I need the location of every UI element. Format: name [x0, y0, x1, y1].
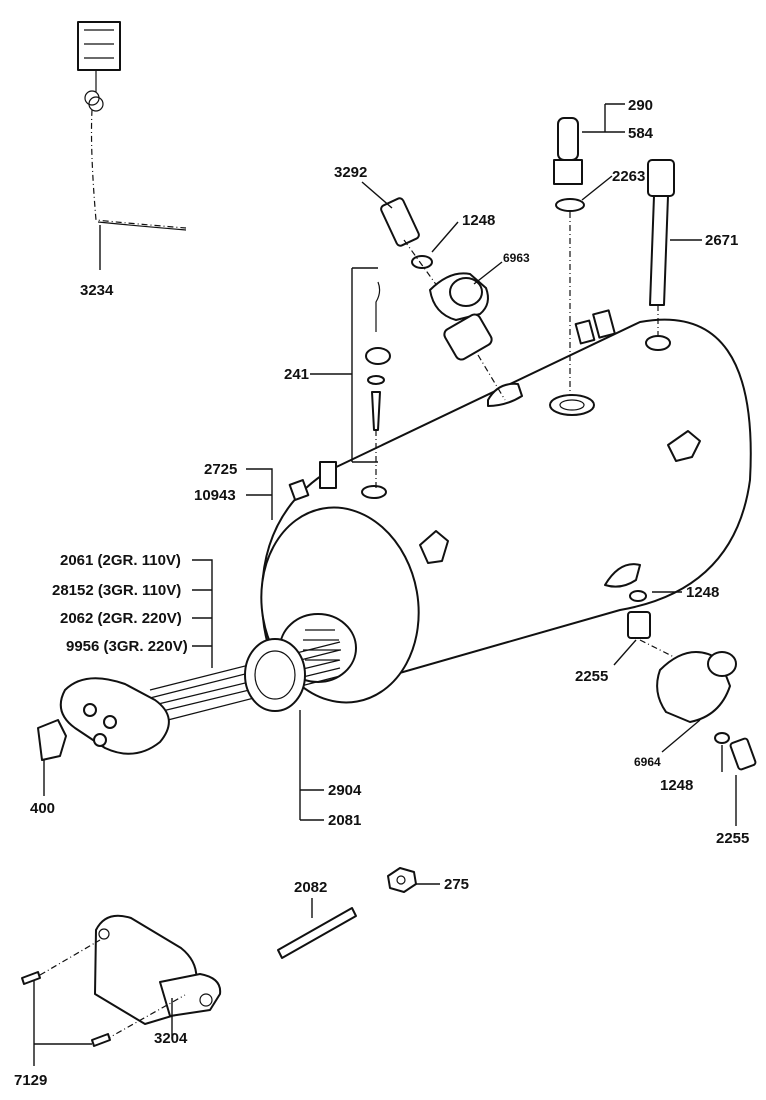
fitting-6963: [429, 272, 506, 401]
leader-lines: [33, 103, 737, 1066]
part-labels: 290 584 2263 2671 3292 1248 6963 3234 24…: [14, 97, 749, 1089]
label-2061: 2061 (2GR. 110V): [60, 552, 181, 569]
label-2263: 2263: [612, 168, 645, 185]
label-1248-top: 1248: [462, 212, 495, 229]
label-1248-low: 1248: [660, 777, 693, 794]
bracket-3204: [21, 914, 222, 1047]
label-241: 241: [284, 366, 309, 383]
label-3234: 3234: [80, 282, 114, 299]
label-6964: 6964: [634, 755, 661, 769]
label-2671: 2671: [705, 232, 738, 249]
label-3292: 3292: [334, 164, 367, 181]
vacuum-valve-3292: [380, 197, 441, 291]
stud-2082: [277, 907, 357, 959]
label-290: 290: [628, 97, 653, 114]
label-7129: 7129: [14, 1072, 47, 1089]
label-10943: 10943: [194, 487, 236, 504]
safety-valve: [553, 117, 585, 395]
label-584: 584: [628, 125, 654, 142]
label-1248-right: 1248: [686, 584, 719, 601]
label-9956: 9956 (3GR. 220V): [66, 638, 188, 655]
label-2255-mid: 2255: [575, 668, 608, 685]
boiler-tank: [260, 309, 752, 704]
nut-275: [387, 867, 417, 893]
sight-glass-tube: [647, 159, 675, 335]
label-2725: 2725: [204, 461, 237, 478]
heating-element: [37, 638, 341, 761]
label-6963: 6963: [503, 251, 530, 265]
label-28152: 28152 (3GR. 110V): [52, 582, 181, 599]
label-2904: 2904: [328, 782, 362, 799]
label-2255-low: 2255: [716, 830, 749, 847]
label-400: 400: [30, 800, 55, 817]
label-2082: 2082: [294, 879, 327, 896]
label-2062: 2062 (2GR. 220V): [60, 610, 182, 627]
label-275: 275: [444, 876, 469, 893]
label-3204: 3204: [154, 1030, 188, 1047]
probe-241: [351, 267, 391, 488]
label-2081: 2081: [328, 812, 361, 829]
level-probe-cable: [77, 21, 187, 231]
fitting-6964: [627, 590, 757, 771]
